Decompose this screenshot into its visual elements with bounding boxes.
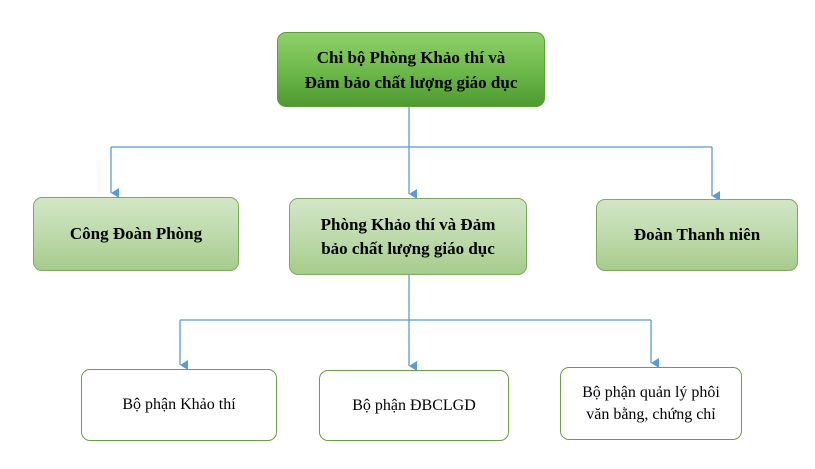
node-phong-khao-thi-line2: bảo chất lượng giáo dục xyxy=(321,238,495,258)
node-bo-phan-khao-thi: Bộ phận Khảo thí xyxy=(81,369,277,441)
node-doan-thanh-nien: Đoàn Thanh niên xyxy=(596,199,798,271)
node-chi-bo-line2: Đảm bảo chất lượng giáo dục xyxy=(304,72,518,92)
node-bo-phan-dbclgd: Bộ phận ĐBCLGD xyxy=(319,370,509,441)
node-bo-phan-phoi-van-bang-line2: văn bằng, chứng chỉ xyxy=(586,405,716,423)
node-bo-phan-khao-thi-label: Bộ phận Khảo thí xyxy=(122,396,236,413)
node-phong-khao-thi-line1: Phòng Khảo thí và Đảm xyxy=(320,214,496,234)
node-cong-doan-phong: Công Đoàn Phòng xyxy=(33,197,239,271)
node-doan-thanh-nien-label: Đoàn Thanh niên xyxy=(633,225,761,244)
node-bo-phan-phoi-van-bang-line1: Bộ phận quản lý phôi xyxy=(582,383,720,401)
node-chi-bo-line1: Chi bộ Phòng Khảo thí và xyxy=(316,47,506,67)
node-cong-doan-phong-label: Công Đoàn Phòng xyxy=(69,224,203,243)
node-chi-bo: Chi bộ Phòng Khảo thí và Đảm bảo chất lư… xyxy=(277,32,545,107)
node-bo-phan-dbclgd-label: Bộ phận ĐBCLGD xyxy=(352,396,476,414)
node-phong-khao-thi: Phòng Khảo thí và Đảm bảo chất lượng giá… xyxy=(289,198,527,275)
node-bo-phan-phoi-van-bang: Bộ phận quản lý phôi văn bằng, chứng chỉ xyxy=(560,367,742,440)
